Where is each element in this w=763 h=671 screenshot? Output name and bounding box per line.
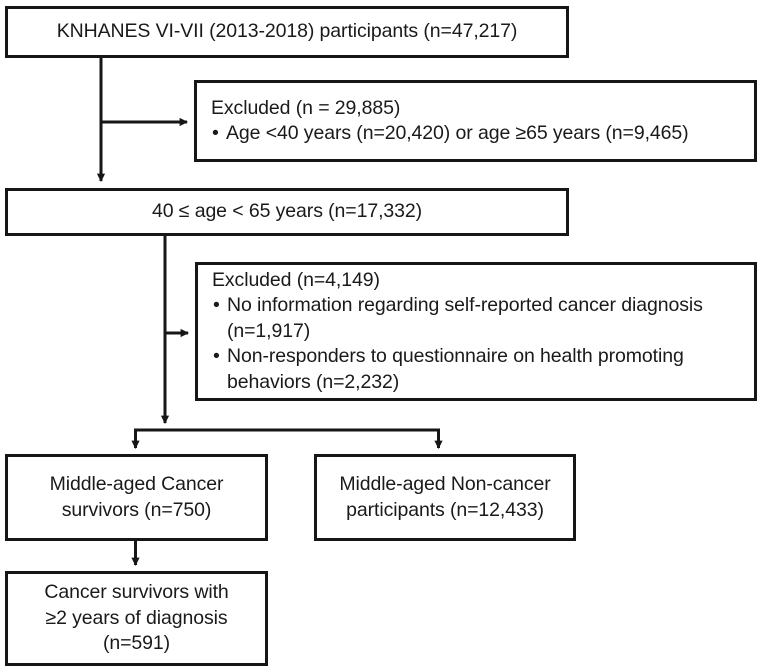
node-cancer-survivors: Middle-aged Cancer survivors (n=750) <box>5 454 268 541</box>
node-total-participants-label: KNHANES VI-VII (2013-2018) participants … <box>56 20 518 43</box>
excluded-step-2-bullet: Non-responders to questionnaire on healt… <box>212 344 754 395</box>
node-non-cancer-participants: Middle-aged Non-cancer participants (n=1… <box>314 454 576 541</box>
excluded-step-2-bullet: No information regarding self-reported c… <box>212 293 754 344</box>
node-age-range-label: 40 ≤ age < 65 years (n=17,332) <box>151 200 423 223</box>
node-age-range: 40 ≤ age < 65 years (n=17,332) <box>5 188 569 236</box>
node-cancer-survivors-label: Middle-aged Cancer survivors (n=750) <box>49 473 224 521</box>
excluded-step-1-heading: Excluded (n = 29,885) <box>211 96 401 119</box>
excluded-step-1-bullet: Age <40 years (n=20,420) or age ≥65 year… <box>211 121 754 147</box>
node-total-participants: KNHANES VI-VII (2013-2018) participants … <box>5 6 569 58</box>
node-non-cancer-participants-label: Middle-aged Non-cancer participants (n=1… <box>339 473 551 521</box>
excluded-step-1-bullet-list: Age <40 years (n=20,420) or age ≥65 year… <box>211 121 754 147</box>
excluded-step-2-heading: Excluded (n=4,149) <box>212 269 380 292</box>
excluded-step-2-bullet-list: No information regarding self-reported c… <box>212 293 754 394</box>
node-survivors-2-years: Cancer survivors with ≥2 years of diagno… <box>5 571 268 666</box>
connector-split-bar <box>134 428 440 433</box>
node-excluded-step-1: Excluded (n = 29,885) Age <40 years (n=2… <box>194 80 757 162</box>
node-excluded-step-2: Excluded (n=4,149) No information regard… <box>195 262 757 401</box>
node-survivors-2-years-label: Cancer survivors with ≥2 years of diagno… <box>44 581 229 655</box>
